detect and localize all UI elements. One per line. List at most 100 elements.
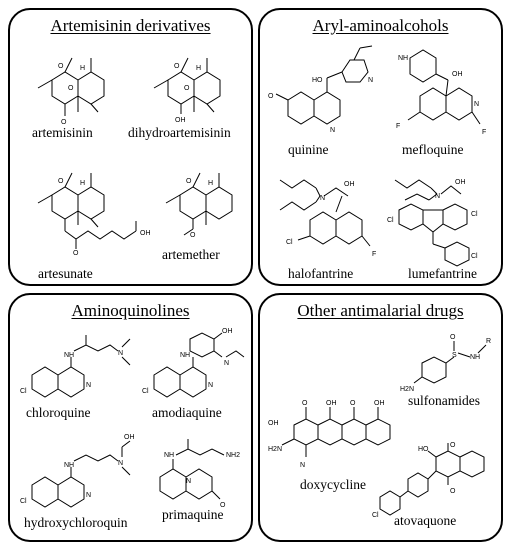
quinine-structure: HO O N N: [268, 45, 373, 134]
mefloquine-structure: NH OH N F F: [396, 49, 486, 136]
primaquine-structure: NH NH2 N O: [159, 439, 240, 509]
hydroxyl-label: OH: [374, 400, 385, 407]
compound-name: atovaquone: [394, 513, 457, 528]
oxygen-label: O: [174, 63, 180, 70]
doxycycline-structure: OH H2N O OH O OH N: [268, 400, 391, 469]
amine-label: NH: [180, 352, 190, 359]
panel-aryl-aminoalcohols: Aryl-aminoalcohols HO O N N quinine NH O…: [258, 8, 503, 286]
panel-title: Artemisinin derivatives: [50, 16, 211, 35]
panel-other-antimalarial-drugs: Other antimalarial drugs O S NH R H2N su…: [258, 293, 503, 542]
amine-label: NH: [64, 352, 74, 359]
compound-name: chloroquine: [26, 405, 91, 420]
oxygen-label: O: [450, 334, 456, 341]
hydroxyl-label: OH: [455, 179, 466, 186]
artemisinin-structure: O O H O: [37, 57, 105, 126]
nitrogen-label: N: [86, 492, 91, 499]
chlorine-label: Cl: [20, 498, 27, 505]
amodiaquine-structure: NH OH N N Cl: [142, 328, 245, 398]
oxygen-label: O: [190, 232, 196, 239]
oxygen-label: O: [302, 400, 308, 407]
chlorine-label: Cl: [142, 388, 149, 395]
amine-label: NH: [64, 462, 74, 469]
compound-name: lumefantrine: [408, 266, 477, 281]
compound-name: dihydroartemisinin: [128, 125, 231, 140]
nitrogen-label: N: [186, 478, 191, 485]
fluorine-label: F: [396, 123, 400, 130]
oxygen-label: O: [58, 63, 64, 70]
nitrogen-label: N: [474, 101, 479, 108]
chlorine-label: Cl: [20, 388, 27, 395]
nitrogen-label: N: [320, 195, 325, 202]
r-group-label: R: [486, 338, 491, 345]
oxygen-label: O: [73, 250, 79, 257]
chlorine-label: Cl: [471, 253, 478, 260]
oxygen-label: O: [220, 502, 226, 509]
compound-name: halofantrine: [288, 266, 354, 281]
hydroxyl-label: OH: [222, 328, 233, 335]
lumefantrine-structure: N OH Cl Cl Cl: [387, 179, 478, 267]
dihydroartemisinin-structure: O O H OH: [153, 57, 221, 124]
hydroxychloroquine-structure: NH N OH N Cl: [20, 434, 135, 508]
amine-label: NH: [164, 452, 174, 459]
artemether-structure: O H O: [165, 172, 233, 239]
oxygen-label: O: [350, 400, 356, 407]
compound-name: primaquine: [162, 507, 224, 522]
oxygen-label: O: [61, 119, 67, 126]
nitrogen-label: N: [208, 382, 213, 389]
nitrogen-label: N: [86, 382, 91, 389]
chloroquine-structure: NH N N Cl: [20, 335, 131, 398]
compound-name: artemisinin: [32, 125, 93, 140]
panel-title: Aminoquinolines: [71, 301, 190, 320]
compound-name: hydroxychloroquin: [24, 515, 128, 530]
hydrogen-label: H: [208, 180, 213, 187]
amine-label: NH2: [226, 452, 240, 459]
nitrogen-label: N: [118, 460, 123, 467]
oxygen-label: O: [58, 178, 64, 185]
artesunate-structure: O H O OH: [37, 172, 151, 257]
oxygen-label: O: [268, 93, 274, 100]
hydrogen-label: H: [80, 180, 85, 187]
fluorine-label: F: [482, 129, 486, 136]
compound-name: sulfonamides: [408, 393, 480, 408]
hydroxyl-label: HO: [418, 446, 429, 453]
compound-name: artesunate: [38, 266, 93, 281]
sulfur-label: S: [452, 352, 457, 359]
atovaquone-structure: HO O O Cl: [372, 442, 485, 519]
compound-name: artemether: [162, 247, 220, 262]
amine-label: H2N: [400, 386, 414, 393]
oxygen-label: OH: [326, 400, 337, 407]
chlorine-label: Cl: [372, 512, 379, 519]
nitrogen-label: N: [300, 462, 305, 469]
halofantrine-structure: N OH Cl F: [279, 179, 376, 258]
chlorine-label: Cl: [387, 217, 394, 224]
hydroxyl-label: HO: [312, 77, 323, 84]
oxygen-label: O: [450, 442, 456, 449]
nitrogen-label: N: [118, 350, 123, 357]
chlorine-label: Cl: [471, 211, 478, 218]
compound-name: doxycycline: [300, 477, 366, 492]
nitrogen-label: N: [224, 360, 229, 367]
hydroxyl-label: OH: [452, 71, 463, 78]
nitrogen-label: NH: [470, 354, 480, 361]
nitrogen-label: N: [435, 193, 440, 200]
oxygen-label: O: [186, 178, 192, 185]
nitrogen-label: NH: [398, 55, 408, 62]
nitrogen-label: N: [330, 127, 335, 134]
chlorine-label: Cl: [286, 239, 293, 246]
hydrogen-label: H: [196, 65, 201, 72]
compound-name: mefloquine: [402, 142, 464, 157]
oxygen-label: O: [450, 488, 456, 495]
amine-label: H2N: [268, 446, 282, 453]
sulfonamide-structure: O S NH R H2N: [400, 334, 491, 393]
oxygen-label: O: [68, 85, 74, 92]
hydroxyl-label: OH: [140, 230, 151, 237]
oxygen-label: O: [184, 85, 190, 92]
panel-title: Other antimalarial drugs: [297, 301, 464, 320]
hydroxyl-label: OH: [268, 420, 279, 427]
panel-title: Aryl-aminoalcohols: [312, 16, 449, 35]
hydroxyl-label: OH: [344, 181, 355, 188]
compound-name: quinine: [288, 142, 329, 157]
nitrogen-label: N: [368, 77, 373, 84]
panel-artemisinin-derivatives: Artemisinin derivatives O O H O artemisi…: [8, 8, 253, 286]
hydroxyl-label: OH: [175, 117, 186, 124]
